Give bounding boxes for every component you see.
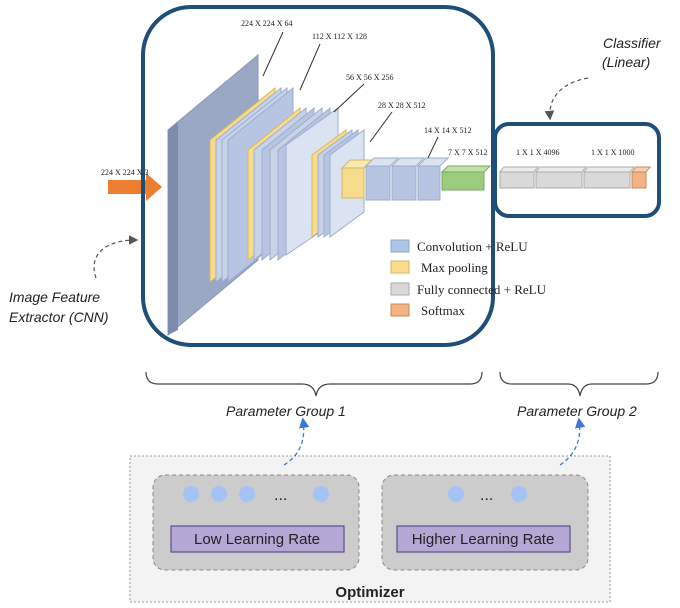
legend-swatch-fc: [390, 282, 410, 296]
low-rate-label: Low Learning Rate: [194, 531, 320, 548]
legend-swatch-pool: [390, 260, 410, 274]
input-arrow: [108, 173, 162, 201]
conv5-dim-label: 14 X 14 X 512: [424, 126, 472, 135]
legend-label-softmax: Softmax: [421, 303, 466, 318]
conv2-dim-label: 112 X 112 X 128: [312, 32, 367, 41]
high-rate-box: [396, 525, 571, 553]
param-dots-group1: [183, 486, 329, 502]
legend-swatch-conv: [390, 239, 410, 253]
fc-layers: [498, 166, 652, 189]
input-dim-label: 224 X 224 X 3: [101, 168, 149, 177]
fc2-dim-label: 1 X 1 X 1000: [591, 148, 635, 157]
conv2-block: [247, 106, 339, 262]
optimizer-title: Optimizer: [335, 584, 404, 601]
param-dots-group2: [448, 486, 527, 502]
param-group1-box: [152, 474, 360, 571]
group2-label: Parameter Group 2: [517, 403, 637, 419]
conv3-dim-label: 56 X 56 X 256: [346, 73, 394, 82]
pool5-dim-label: 7 X 7 X 512: [448, 148, 488, 157]
classifier-pointer: [544, 77, 589, 121]
group2-ellipsis: ...: [480, 487, 493, 504]
fc1-dim-label: 1 X 1 X 4096: [516, 148, 560, 157]
high-rate-label: Higher Learning Rate: [412, 531, 555, 548]
pool5-block: [440, 165, 492, 191]
extractor-label-line2: Extractor (CNN): [9, 309, 109, 325]
legend-swatch-softmax: [390, 303, 410, 317]
legend-label-fc: Fully connected + ReLU: [417, 282, 547, 297]
conv4-block: [340, 157, 450, 201]
conv4-dim-label: 28 X 28 X 512: [378, 101, 426, 110]
extractor-label-line1: Image Feature: [9, 289, 100, 305]
group1-label: Parameter Group 1: [226, 403, 346, 419]
legend-label-pool: Max pooling: [421, 260, 488, 275]
group1-brace: [145, 371, 483, 397]
group2-brace: [499, 371, 659, 397]
legend-label-conv: Convolution + ReLU: [417, 239, 528, 254]
extractor-pointer: [93, 235, 139, 279]
legend: [390, 239, 410, 317]
softmax-block: [631, 171, 647, 189]
classifier-label-line1: Classifier: [603, 35, 662, 51]
classifier-frame: [493, 122, 661, 218]
conv1-dim-label: 224 X 224 X 64: [241, 19, 293, 28]
classifier-label-line2: (Linear): [602, 54, 650, 70]
low-rate-box: [170, 525, 345, 553]
group1-ellipsis: ...: [274, 487, 287, 504]
cnn-layers: [108, 53, 492, 337]
dimension-pointers: [262, 31, 439, 159]
